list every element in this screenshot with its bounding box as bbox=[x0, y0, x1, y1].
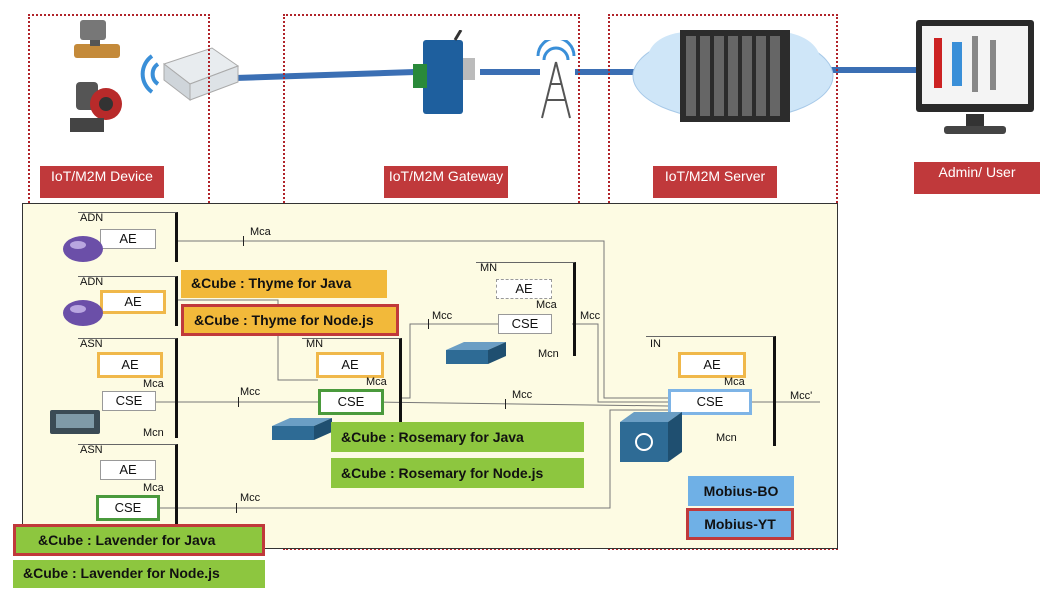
ref-mca-mn-1: Mca bbox=[536, 299, 557, 311]
badge-thyme-java: &Cube : Thyme for Java bbox=[181, 270, 387, 298]
node-mn-2 bbox=[302, 338, 402, 432]
node-adn-2 bbox=[78, 276, 178, 326]
ae-mn-1: AE bbox=[496, 279, 552, 299]
mcc-tick-asn-1 bbox=[238, 397, 239, 407]
network-links bbox=[234, 67, 918, 81]
node-adn-1 bbox=[78, 212, 178, 262]
ref-mca-adn-1: Mca bbox=[250, 226, 271, 238]
ref-mcc-mn-2: Mcc bbox=[512, 389, 533, 401]
badge-lavender-node: &Cube : Lavender for Node.js bbox=[13, 560, 265, 588]
ref-mcc-asn-2: Mcc bbox=[240, 492, 261, 504]
gateway-router-icon bbox=[272, 418, 332, 440]
node-label-in: IN bbox=[650, 338, 661, 350]
ref-mca-in: Mca bbox=[724, 376, 745, 388]
ref-mca-asn-1: Mca bbox=[143, 378, 164, 390]
badge-mobius-bo: Mobius-BO bbox=[688, 476, 794, 506]
badge-mobius-yt: Mobius-YT bbox=[686, 508, 794, 540]
ae-asn-2: AE bbox=[100, 460, 156, 480]
ae-adn-1: AE bbox=[100, 229, 156, 249]
pump-icon bbox=[70, 82, 122, 132]
ae-in: AE bbox=[678, 352, 746, 378]
monitor-icon bbox=[916, 20, 1034, 134]
node-label-mn-2: MN bbox=[306, 338, 324, 350]
cloud-server-icon bbox=[632, 30, 834, 122]
node-asn-1 bbox=[78, 338, 178, 438]
node-mn-1 bbox=[476, 262, 576, 356]
gateway-router-icon bbox=[446, 342, 506, 364]
wireless-signal-icon bbox=[140, 54, 160, 94]
tier-label-server: IoT/M2M Server bbox=[653, 166, 777, 198]
ae-adn-2: AE bbox=[100, 290, 166, 314]
mcc-tick-mn-1 bbox=[428, 319, 429, 329]
gateway-device-icon bbox=[413, 30, 475, 114]
server-box-icon bbox=[620, 412, 682, 462]
device-sphere-icon bbox=[63, 236, 103, 262]
controller-device-icon bbox=[50, 410, 100, 434]
device-sphere-icon bbox=[63, 300, 103, 326]
ref-mca-asn-2: Mca bbox=[143, 482, 164, 494]
badge-thyme-node: &Cube : Thyme for Node.js bbox=[181, 304, 399, 336]
node-label-asn-1: ASN bbox=[80, 338, 103, 350]
cse-in: CSE bbox=[668, 389, 752, 415]
node-asn-2 bbox=[78, 444, 178, 544]
tier-label-device: IoT/M2M Device bbox=[40, 166, 164, 198]
ref-mcn-mn-1: Mcn bbox=[538, 348, 559, 360]
node-label-asn-2: ASN bbox=[80, 444, 103, 456]
ae-asn-1: AE bbox=[97, 352, 163, 378]
ref-mca-mn-2: Mca bbox=[366, 376, 387, 388]
ref-mcc-prime-in: Mcc' bbox=[790, 390, 813, 402]
mcc-tick-asn-2 bbox=[236, 503, 237, 513]
tier-label-user: Admin/ User bbox=[914, 162, 1040, 194]
ref-mcn-asn-1: Mcn bbox=[143, 427, 164, 439]
node-label-adn-2: ADN bbox=[80, 276, 104, 288]
cell-tower-icon bbox=[536, 40, 576, 119]
cse-mn-2: CSE bbox=[318, 389, 384, 415]
ref-mcc-mn-1-in: Mcc bbox=[580, 310, 601, 322]
badge-rosemary-node: &Cube : Rosemary for Node.js bbox=[331, 458, 584, 488]
ref-mcn-in: Mcn bbox=[716, 432, 737, 444]
ref-mcc-asn-1: Mcc bbox=[240, 386, 261, 398]
node-label-adn-1: ADN bbox=[80, 212, 104, 224]
io-module-icon bbox=[162, 47, 240, 102]
cse-asn-2: CSE bbox=[96, 495, 160, 521]
cse-asn-1: CSE bbox=[102, 391, 156, 411]
ref-mcc-mn-1: Mcc bbox=[432, 310, 453, 322]
tier-label-gateway: IoT/M2M Gateway bbox=[384, 166, 508, 198]
badge-rosemary-java: &Cube : Rosemary for Java bbox=[331, 422, 584, 452]
mcc-tick-mn-2 bbox=[505, 399, 506, 409]
badge-lavender-java: &Cube : Lavender for Java bbox=[13, 524, 265, 556]
node-label-mn-1: MN bbox=[480, 262, 498, 274]
mca-tick-adn-1 bbox=[243, 236, 244, 246]
cse-mn-1: CSE bbox=[498, 314, 552, 334]
valve-icon bbox=[74, 20, 120, 58]
node-in bbox=[646, 336, 776, 446]
ae-mn-2: AE bbox=[316, 352, 384, 378]
